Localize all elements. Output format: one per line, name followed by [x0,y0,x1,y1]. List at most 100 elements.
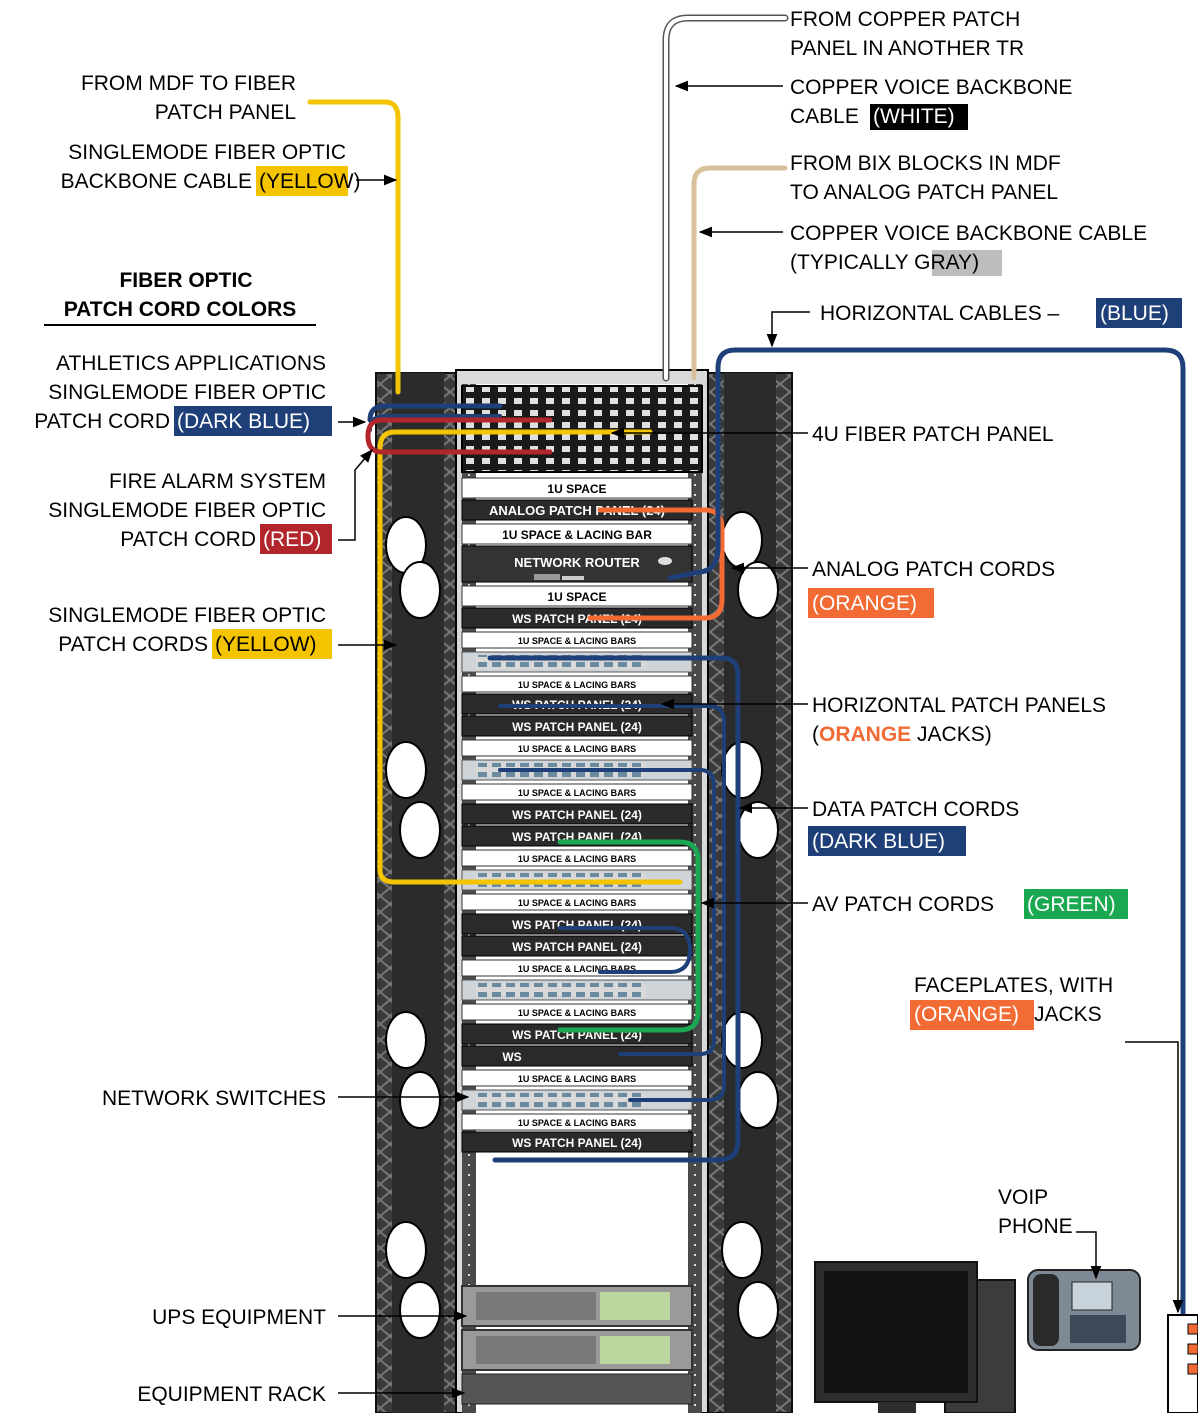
label-smf-cords-2: PATCH CORDS [58,633,208,656]
tag-gray: GRAY [914,251,972,274]
rack-lacing-bars-label: 1U SPACE & LACING BARS [518,1008,636,1018]
rack-lacing-bars: 1U SPACE & LACING BARS [462,784,692,800]
rack-lacing-bars-label: 1U SPACE & LACING BARS [518,854,636,864]
tag-orange-2: (ORANGE) [914,1003,1019,1026]
label-faceplates: FACEPLATES, WITH [914,974,1113,997]
rack-lacing-bars-label: 1U SPACE & LACING BARS [518,1118,636,1128]
rack-lacing-bars: 1U SPACE & LACING BARS [462,1114,692,1130]
tag-green: (GREEN) [1027,893,1116,916]
desktop-computer [815,1262,1015,1413]
labels-left: FROM MDF TO FIBER PATCH PANEL SINGLEMODE… [34,72,360,1406]
rack-lacing-bars: 1U SPACE & LACING BARS [462,1070,692,1086]
rack-1u-space-label: 1U SPACE [547,482,606,496]
tag-yellow: (YELLOW) [259,170,361,193]
label-copper-voice-white: COPPER VOICE BACKBONE [790,76,1072,99]
label-athletics-2: SINGLEMODE FIBER OPTIC [48,381,326,404]
rack-lacing-bars-label: 1U SPACE & LACING BARS [518,636,636,646]
tag-white: (WHITE) [873,105,955,128]
network-switch [462,652,692,672]
legend-title-2: PATCH CORD COLORS [64,298,297,321]
label-from-copper-patch: FROM COPPER PATCH [790,8,1020,31]
label-fire-alarm-3: PATCH CORD [120,528,256,551]
labels-right: FROM COPPER PATCH PANEL IN ANOTHER TR CO… [790,8,1182,1238]
rack-1u-space-b: 1U SPACE [462,586,692,606]
ws-patch-panel-label: WS [502,1050,521,1064]
label-from-bix-2: TO ANALOG PATCH PANEL [790,181,1058,204]
rack-lacing-bars-label: 1U SPACE & LACING BARS [518,744,636,754]
label-smf-backbone-2: BACKBONE CABLE [61,170,252,193]
rack-1u-space: 1U SPACE [462,478,692,498]
label-fiber-panel-4u: 4U FIBER PATCH PANEL [812,423,1054,446]
ws-patch-panel-label: WS PATCH PANEL (24) [512,1136,642,1150]
rack-1u-space-b-label: 1U SPACE [547,590,606,604]
paren-open: ( [812,723,819,746]
label-copper-voice-gray-2: (TYPICALLY GRAY) [790,251,979,274]
rack-lacing-bars-label: 1U SPACE & LACING BARS [518,788,636,798]
label-voip-2: PHONE [998,1215,1073,1238]
fiber-patch-panel-4u [462,386,702,472]
rack-lacing-bars: 1U SPACE & LACING BARS [462,632,692,648]
label-athletics: ATHLETICS APPLICATIONS [56,352,326,375]
rack-lacing-bar: 1U SPACE & LACING BAR [462,524,692,544]
label-from-copper-patch-2: PANEL IN ANOTHER TR [790,37,1024,60]
rack-lacing-bars-label: 1U SPACE & LACING BARS [518,898,636,908]
ws-patch-panel: WS PATCH PANEL (24) [462,936,692,956]
jacks-suffix: JACKS) [911,723,992,746]
rack-lacing-bars: 1U SPACE & LACING BARS [462,740,692,756]
label-horizontal-panels-2: (ORANGE JACKS) [812,723,992,746]
tag-yellow-2: (YELLOW) [215,633,317,656]
ws-patch-panel-label: WS PATCH PANEL (24) [512,720,642,734]
tag-dark-blue-2: (DARK BLUE) [812,830,945,853]
rack-lacing-bars: 1U SPACE & LACING BARS [462,894,692,910]
network-router-label: NETWORK ROUTER [514,555,640,570]
ws-patch-panel: WS PATCH PANEL (24) [462,1132,692,1152]
label-analog-cords: ANALOG PATCH CORDS [812,558,1055,581]
ws-patch-panel: WS PATCH PANEL (24) [462,716,692,736]
tag-orange: (ORANGE) [812,592,917,615]
label-fire-alarm: FIRE ALARM SYSTEM [109,470,326,493]
label-voip: VOIP [998,1186,1048,1209]
orange-jacks-word: ORANGE [819,723,911,746]
label-fire-alarm-2: SINGLEMODE FIBER OPTIC [48,499,326,522]
label-faceplates-jacks: JACKS [1034,1003,1102,1026]
rack-lacing-bars-label: 1U SPACE & LACING BARS [518,1074,636,1084]
rack-lacing-bars: 1U SPACE & LACING BARS [462,850,692,866]
network-router: NETWORK ROUTER [462,546,692,582]
label-horizontal-panels: HORIZONTAL PATCH PANELS [812,694,1106,717]
rack-lacing-bars: 1U SPACE & LACING BARS [462,1004,692,1020]
rack-lacing-bars: 1U SPACE & LACING BARS [462,676,692,692]
ws-patch-panel-label: WS PATCH PANEL (24) [512,940,642,954]
label-ups-equipment: UPS EQUIPMENT [152,1306,326,1329]
voip-phone [1028,1270,1140,1350]
ws-patch-panel: WS PATCH PANEL (24) [462,804,692,824]
tag-dark-blue: (DARK BLUE) [177,410,310,433]
tag-red: (RED) [263,528,321,551]
label-equipment-rack: EQUIPMENT RACK [137,1383,326,1406]
rack-lacing-bars-label: 1U SPACE & LACING BARS [518,680,636,690]
label-horizontal-cables: HORIZONTAL CABLES – [820,302,1060,325]
label-from-mdf-2: PATCH PANEL [155,101,296,124]
ups-unit [462,1286,692,1326]
left-cable-manager [376,373,460,1413]
label-data-cords: DATA PATCH CORDS [812,798,1019,821]
tag-blue: (BLUE) [1100,302,1169,325]
label-from-mdf: FROM MDF TO FIBER [81,72,296,95]
gray-prefix: (TYPICALLY [790,251,914,274]
label-network-switches: NETWORK SWITCHES [102,1087,326,1110]
label-smf-backbone: SINGLEMODE FIBER OPTIC [68,141,346,164]
legend-title: FIBER OPTIC [119,269,252,292]
label-copper-voice-gray: COPPER VOICE BACKBONE CABLE [790,222,1147,245]
label-av-cords: AV PATCH CORDS [812,893,994,916]
network-switch [462,980,692,1000]
label-from-bix: FROM BIX BLOCKS IN MDF [790,152,1061,175]
ws-patch-panel: WS PATCH PANEL (24) [462,1024,692,1044]
ws-patch-panel: WS PATCH PANEL (24) [462,914,692,934]
ups-unit [462,1330,692,1370]
faceplate [1168,1315,1198,1413]
label-smf-cords: SINGLEMODE FIBER OPTIC [48,604,326,627]
gray-suffix: ) [972,251,979,274]
ws-patch-panel-label: WS PATCH PANEL (24) [512,808,642,822]
rack-lacing-bar-label: 1U SPACE & LACING BAR [502,528,652,542]
label-athletics-3: PATCH CORD [34,410,170,433]
